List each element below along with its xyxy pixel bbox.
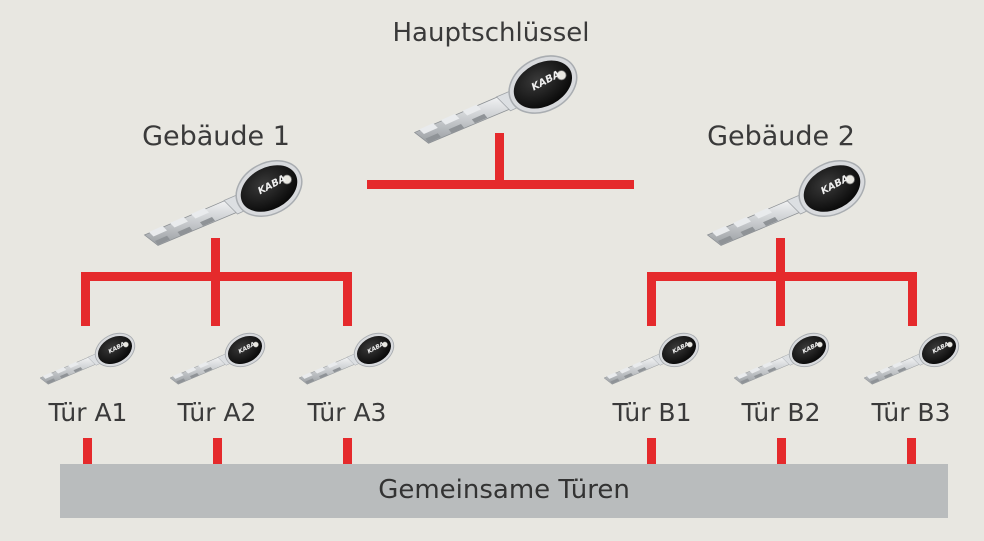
building1-connector-stem [211,238,220,326]
door-a3-shared-link [343,438,352,465]
door-b2-shared-link [777,438,786,465]
door-b3-label: Tür B3 [872,398,951,427]
building1-label: Gebäude 1 [142,121,290,152]
master-key-label: Hauptschlüssel [393,18,590,48]
door-a2-label: Tür A2 [178,398,257,427]
door-a1-key-icon [37,331,137,387]
building2-label: Gebäude 2 [707,121,855,152]
door-a3-key-icon [296,331,396,387]
door-b2-key-icon [731,331,831,387]
building2-connector-stem [776,238,785,326]
building2-connector-bar [647,272,917,281]
door-b3-key-icon [861,331,961,387]
door-a2-shared-link [213,438,222,465]
shared-doors-label: Gemeinsame Türen [60,475,948,505]
building1-connector-bar [81,272,352,281]
door-b1-shared-link [647,438,656,465]
door-a2-key-icon [167,331,267,387]
door-b1-key-icon [601,331,701,387]
master-key-icon [410,52,580,148]
door-b2-label: Tür B2 [742,398,821,427]
building2-connector-left-drop [647,272,656,326]
master-connector-bar [367,180,634,189]
door-b1-label: Tür B1 [613,398,692,427]
building2-key-icon [703,157,868,250]
door-a1-shared-link [83,438,92,465]
building1-key-icon [140,157,305,250]
door-b3-shared-link [907,438,916,465]
building1-connector-right-drop [343,272,352,326]
building2-connector-right-drop [908,272,917,326]
door-a3-label: Tür A3 [308,398,387,427]
door-a1-label: Tür A1 [49,398,128,427]
building1-connector-left-drop [81,272,90,326]
shared-doors-bar: Gemeinsame Türen [60,464,948,518]
